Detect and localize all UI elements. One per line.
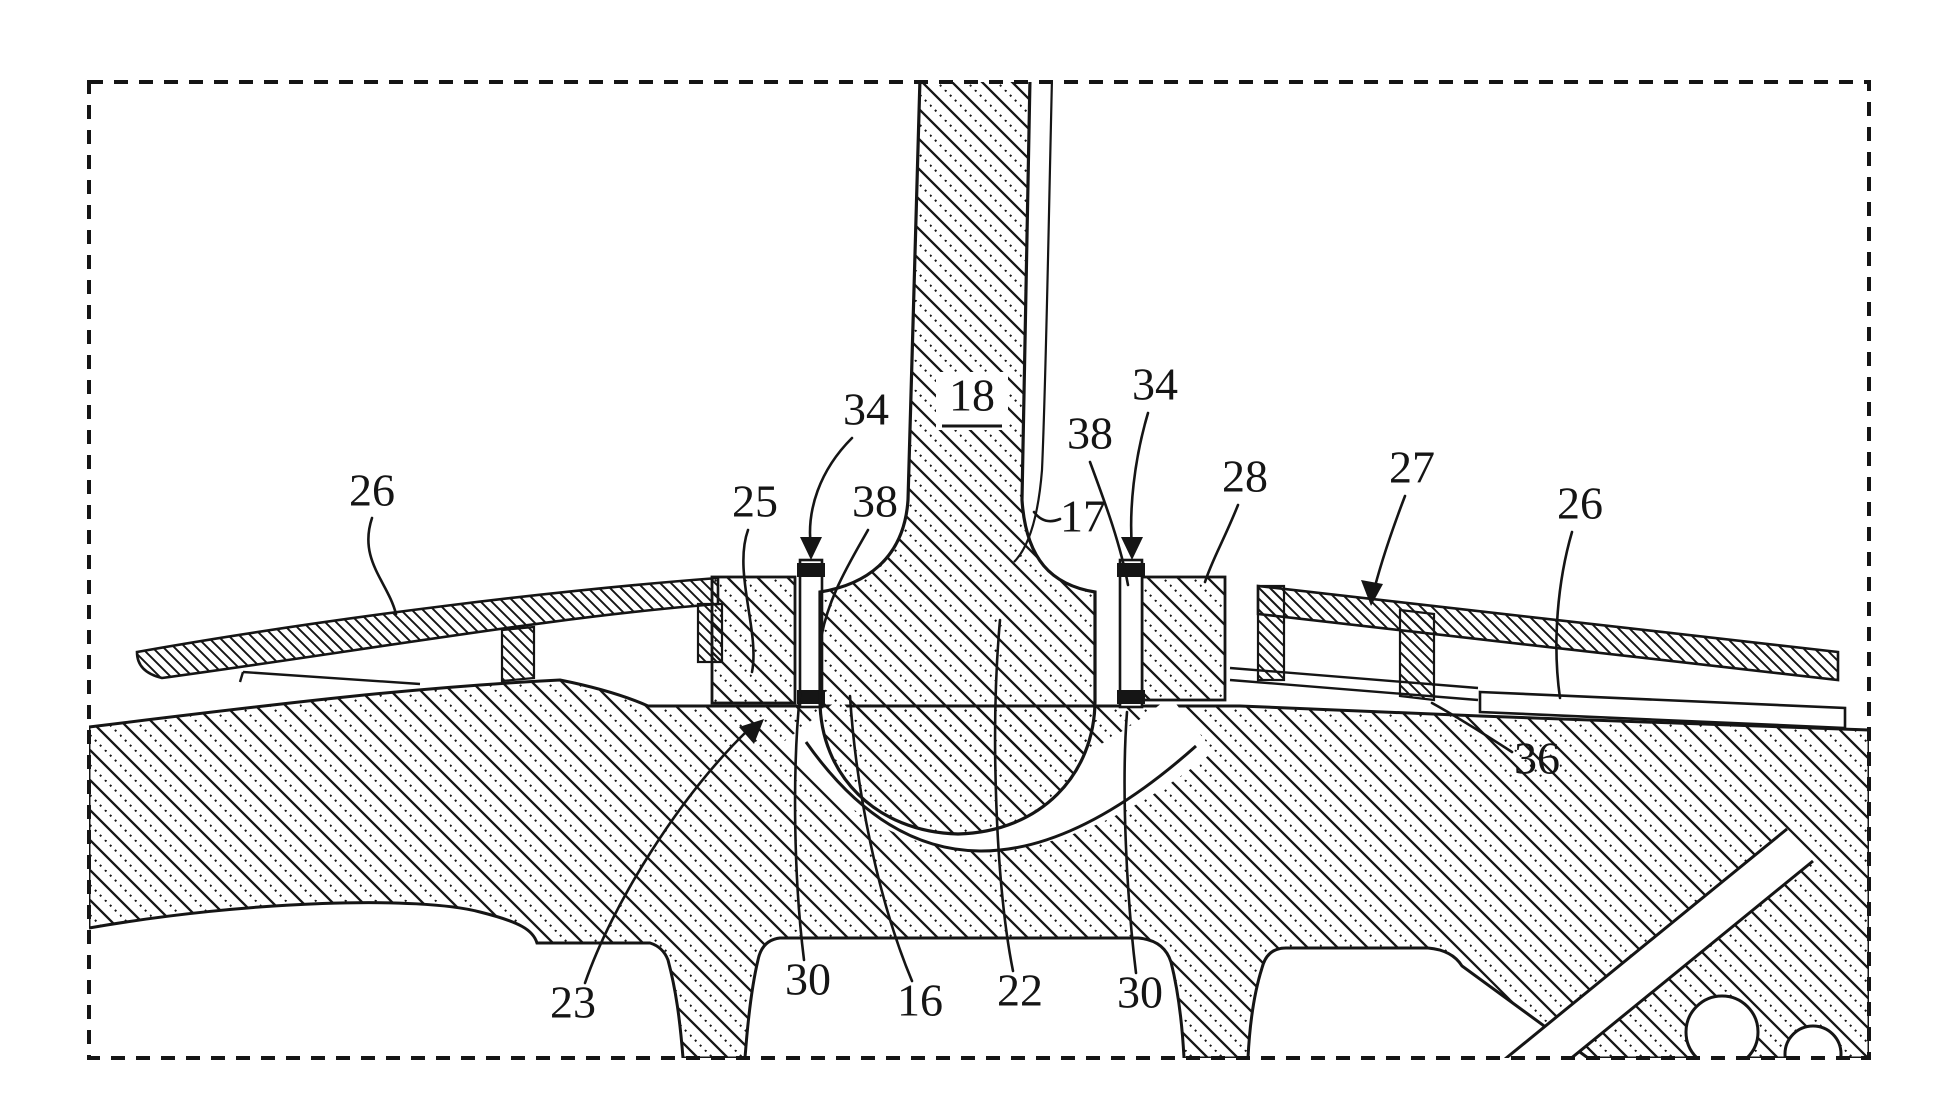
ref-number-17: 17 [1060,491,1106,542]
ref-number-16: 16 [897,975,943,1026]
ref-label-25: 25 [732,476,778,674]
blade-section [818,82,1097,836]
bore-hole-large [1684,994,1760,1058]
ref-label-27: 27 [1361,442,1435,606]
pocket-cutout-center [743,936,1186,1058]
ref-number-18: 18 [949,370,995,421]
ref-label-38-left: 38 [818,476,898,647]
ref-label-30-right: 30 [1117,710,1163,1018]
ref-label-38-right: 38 [1067,408,1130,587]
ref-number-38-right: 38 [1067,408,1113,459]
seal-plate-right [1256,584,1840,702]
ref-number-25: 25 [732,476,778,527]
ref-label-36: 36 [1430,701,1560,784]
leader-line-30-right [1123,710,1138,975]
pocket-cutout-right [1246,946,1589,1058]
leader-line-38-left [818,528,870,647]
ref-number-27: 27 [1389,442,1435,493]
reference-labels-layer: 26 25 34 38 18 38 34 17 28 27 26 36 23 30 16 22 30 [349,359,1603,1028]
leader-line-34-right [1129,411,1150,550]
leader-line-26-left [367,516,398,616]
ref-number-26-left: 26 [349,465,395,516]
ref-label-26-right: 26 [1555,478,1603,700]
ref-number-34-left: 34 [843,384,889,435]
ref-label-22: 22 [993,618,1043,1016]
ref-label-34-right: 34 [1121,359,1178,560]
leader-line-22 [993,618,1015,973]
ref-label-28: 28 [1203,451,1268,584]
bore-hole-small [1783,1024,1843,1058]
ref-number-36: 36 [1514,733,1560,784]
flank-groove [1504,827,1814,1058]
lock-pin-left [797,558,825,709]
ref-number-26-right: 26 [1557,478,1603,529]
leader-line-38-right [1088,460,1130,587]
ref-number-34-right: 34 [1132,359,1178,410]
leader-arrowhead-23 [739,719,764,744]
ref-label-34-left: 34 [800,384,889,560]
ref-label-18: 18 [942,370,1002,428]
ref-label-23: 23 [550,719,764,1028]
ref-label-26-left: 26 [349,465,398,616]
ref-number-30-left: 30 [785,954,831,1005]
leader-line-17 [1032,510,1062,523]
retainer-block-right [1140,575,1227,702]
lock-pin-right [1117,558,1145,709]
leader-line-27 [1370,494,1407,600]
seal-plate-left [135,576,724,680]
ref-number-30-right: 30 [1117,967,1163,1018]
leader-line-28 [1203,503,1240,584]
airfoil-surface-line [1013,82,1054,563]
ref-number-22: 22 [997,965,1043,1016]
land-line-left [238,670,421,686]
ref-label-17: 17 [1032,491,1106,542]
leader-line-36 [1430,701,1514,754]
cover-sheet-right [1478,690,1847,730]
label-18-backplate [936,372,1008,430]
leader-line-30-left [793,692,806,962]
leader-line-16 [848,694,914,983]
ref-label-30-left: 30 [785,692,831,1005]
pocket-cutout-left [89,901,685,1058]
ref-number-23: 23 [550,977,596,1028]
leader-line-23 [583,728,750,985]
leader-line-34-left [808,436,854,550]
leader-line-26-right [1555,530,1574,700]
leader-arrowhead-27 [1361,580,1383,606]
leader-arrowhead-34-left [800,537,822,560]
leader-arrowhead-34-right [1121,537,1143,560]
ref-label-16: 16 [848,694,943,1026]
disk-seat-line [804,741,1197,853]
ref-number-38-left: 38 [852,476,898,527]
support-web-left [500,625,536,683]
retainer-block-left [710,575,797,705]
leader-line-25 [742,528,755,674]
ref-number-28: 28 [1222,451,1268,502]
